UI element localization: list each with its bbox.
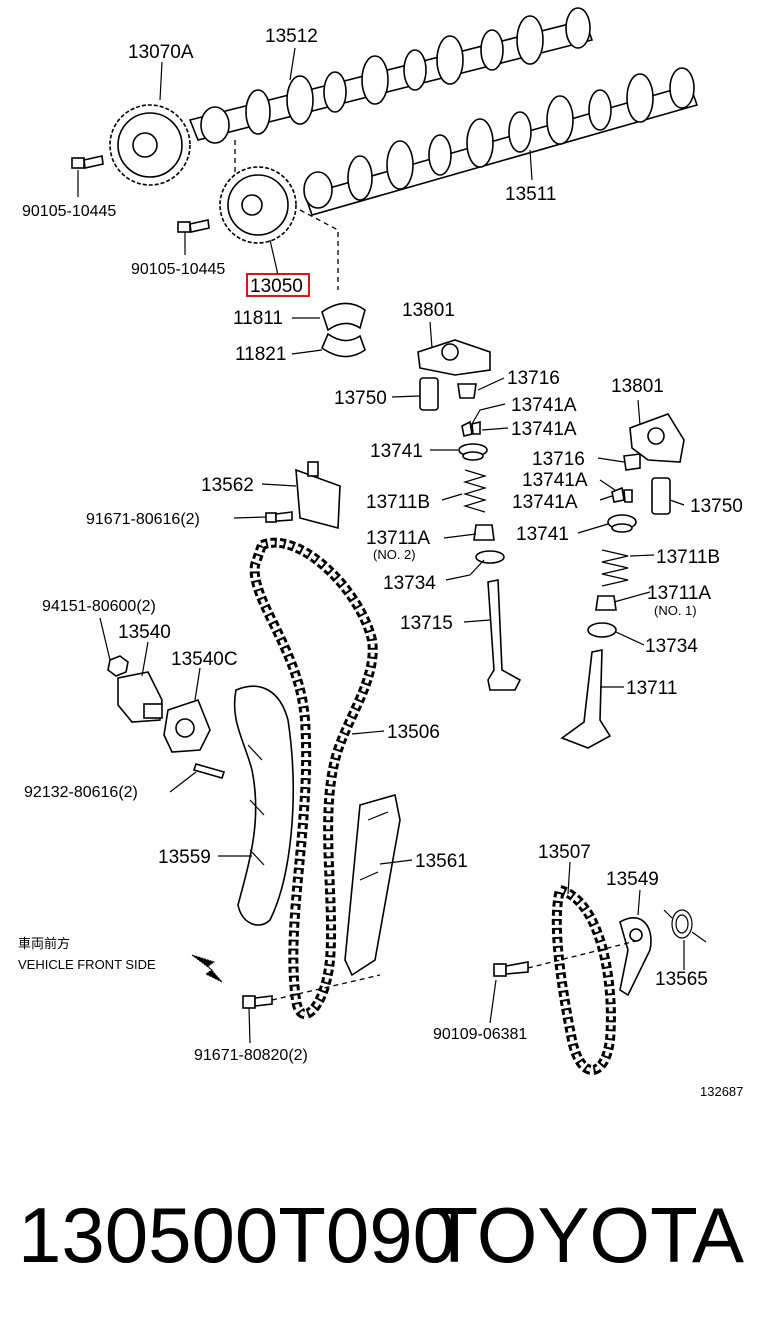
label-13716-a: 13716 [507, 368, 560, 389]
label-13549: 13549 [606, 869, 659, 890]
valve-13715 [487, 579, 522, 691]
camshaft-13512 [188, 7, 594, 144]
camshaft-13511 [303, 67, 699, 216]
label-13711B-a: 13711B [366, 492, 430, 513]
label-13050: 13050 [250, 276, 303, 297]
bolt-90109 [493, 961, 529, 977]
label-13711: 13711 [626, 678, 677, 699]
label-11811: 11811 [233, 308, 283, 329]
label-90105-a: 90105-10445 [22, 203, 116, 220]
label-13715: 13715 [400, 613, 453, 634]
part-labels: 13070A 13512 13511 90105-10445 90105-104… [18, 26, 743, 1099]
gear-13070A [109, 104, 191, 186]
keepers-13741A-a [461, 420, 481, 437]
bolt-91671-b [242, 995, 273, 1009]
bolt-90105-b [177, 219, 210, 233]
label-13801-a: 13801 [402, 300, 455, 321]
label-13716-b: 13716 [532, 449, 585, 470]
label-13507: 13507 [538, 842, 591, 863]
washer-13734-b [587, 622, 617, 638]
label-front-en: VEHICLE FRONT SIDE [18, 957, 156, 972]
label-13711B-b: 13711B [656, 547, 720, 568]
lash-adjuster-13750-b [651, 477, 671, 515]
label-11821: 11821 [235, 344, 286, 365]
spring-13711B-a [462, 469, 488, 513]
highlight-box [246, 273, 310, 297]
leader-lines [77, 47, 685, 1044]
bearing-11811 [321, 302, 366, 332]
seal-13711A-a [473, 524, 495, 541]
chain-13507 [551, 883, 616, 1075]
label-13741A-4: 13741A [512, 492, 578, 513]
retainer-13741-b [607, 514, 637, 533]
seal-13711A-b [595, 595, 617, 611]
washer-13734-a [475, 550, 505, 564]
timing-chain-exploded-diagram: 13070A 13512 13511 90105-10445 90105-104… [18, 7, 743, 1099]
label-13734-a: 13734 [383, 573, 436, 594]
rocker-arm-13801-b [629, 413, 685, 463]
retainer-13741-a [458, 443, 488, 461]
label-front-jp: 車両前方 [18, 936, 70, 951]
label-13734-b: 13734 [645, 636, 698, 657]
label-no2: (NO. 2) [373, 547, 416, 562]
label-13741A-3: 13741A [522, 470, 588, 491]
nut-94151 [107, 655, 129, 677]
vehicle-front-arrow-icon [191, 954, 223, 983]
label-94151: 94151-80600(2) [42, 598, 156, 615]
rocker-arm-13801-a [417, 339, 491, 376]
label-13506: 13506 [387, 722, 440, 743]
chain-guide-13561 [344, 793, 401, 977]
bolt-91671-a [265, 511, 293, 523]
chain-slipper-13559 [233, 685, 294, 926]
lash-adjuster-13750-a [419, 377, 439, 411]
footer: 130500T090 TOYOTA [0, 1180, 760, 1290]
label-13070A: 13070A [128, 42, 194, 63]
label-13741A-1: 13741A [511, 395, 577, 416]
label-13561: 13561 [415, 851, 468, 872]
label-13540: 13540 [118, 622, 171, 643]
chain-tensioner-13549 [619, 917, 652, 997]
label-91671-a: 91671-80616(2) [86, 511, 200, 528]
tensioner-13540 [117, 671, 163, 723]
brand-name: TOYOTA [430, 1191, 745, 1279]
chain-13506 [249, 537, 378, 1019]
part-number: 130500T090 [18, 1191, 457, 1279]
label-13801-b: 13801 [611, 376, 664, 397]
label-13741A-2: 13741A [511, 419, 577, 440]
diagram-code: 132687 [700, 1084, 743, 1099]
gasket-13540C [163, 699, 211, 753]
label-13511: 13511 [505, 184, 556, 205]
valve-13711 [560, 649, 612, 749]
label-13750-a: 13750 [334, 388, 387, 409]
label-13711A-b: 13711A [647, 583, 711, 604]
bolt-90105-a [71, 155, 104, 169]
label-13562: 13562 [201, 475, 254, 496]
label-13711A-a: 13711A [366, 528, 430, 549]
label-13750-b: 13750 [690, 496, 743, 517]
cap-13716-a [457, 383, 477, 399]
spring-13711B-b [601, 549, 629, 587]
label-92132: 92132-80616(2) [24, 784, 138, 801]
bearing-11821 [321, 332, 366, 358]
label-13512: 13512 [265, 26, 318, 47]
gear-13050 [219, 166, 297, 244]
label-13741-a: 13741 [370, 441, 423, 462]
spring-13565 [663, 909, 707, 943]
label-13559: 13559 [158, 847, 211, 868]
cap-13716-b [623, 453, 641, 471]
bracket-13562 [295, 461, 341, 530]
label-90105-b: 90105-10445 [131, 261, 225, 278]
label-no1: (NO. 1) [654, 603, 697, 618]
stud-92132 [192, 763, 226, 779]
keepers-13741A-b [611, 486, 633, 503]
label-13565: 13565 [655, 969, 708, 990]
label-13741-b: 13741 [516, 524, 569, 545]
label-13540C: 13540C [171, 649, 238, 670]
label-90109: 90109-06381 [433, 1026, 527, 1043]
label-91671-b: 91671-80820(2) [194, 1047, 308, 1064]
